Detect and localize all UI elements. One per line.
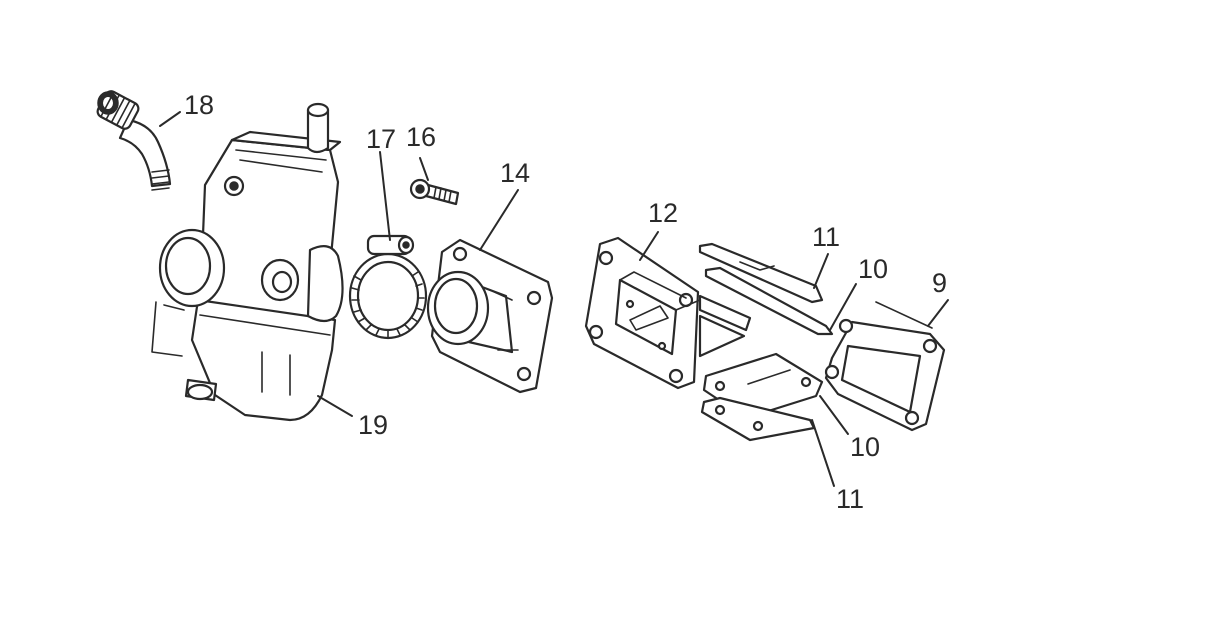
callout-12: 12	[648, 198, 678, 228]
callout-11-top: 11	[812, 222, 840, 252]
leader-11-top	[813, 253, 829, 289]
intake-manifold	[426, 238, 554, 394]
callout-11-bottom: 11	[836, 484, 864, 514]
callout-19: 19	[358, 410, 388, 440]
reed-block	[584, 236, 752, 390]
leader-18	[159, 111, 181, 127]
callout-16: 16	[406, 122, 436, 152]
leader-11-bottom	[811, 419, 835, 487]
callout-10-bottom: 10	[850, 432, 880, 462]
leader-17	[379, 151, 391, 241]
bolt	[409, 178, 460, 206]
leader-10-bottom	[819, 395, 849, 435]
leader-10-top	[829, 283, 857, 331]
callout-14: 14	[500, 158, 530, 188]
callout-18: 18	[184, 90, 214, 120]
reed-stopper-upper	[698, 242, 824, 304]
vent-hose-fitting	[96, 90, 172, 191]
reed-block-cover	[824, 301, 946, 432]
callout-10-top: 10	[858, 254, 888, 284]
callout-17: 17	[366, 124, 396, 154]
leader-lines	[159, 111, 949, 487]
hose-clamp	[348, 234, 428, 340]
leader-19	[317, 395, 353, 417]
leader-12	[639, 231, 659, 261]
carburetor	[151, 102, 344, 422]
reed-petal-upper	[704, 266, 834, 336]
leader-14	[479, 189, 519, 251]
leader-9	[927, 299, 949, 327]
leader-16	[419, 157, 429, 181]
callout-9: 9	[932, 268, 947, 298]
callouts: 18 17 16 14 12 11 10 9 19 10 11	[184, 90, 947, 514]
